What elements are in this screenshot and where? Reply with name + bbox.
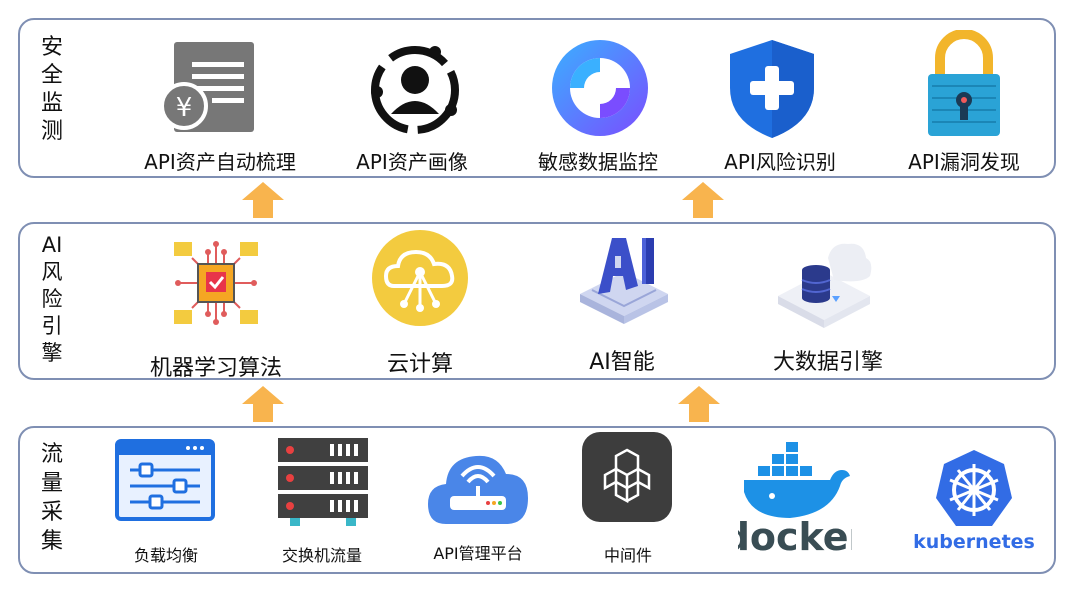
- kubernetes-wordmark: kubernetes: [914, 531, 1034, 553]
- hexagon-network-icon: [582, 432, 672, 522]
- router-cloud-icon: [428, 455, 528, 524]
- collect-item-4: 中间件: [603, 546, 653, 565]
- database-cloud-icon: [778, 243, 872, 328]
- padlock-icon: [928, 30, 1000, 136]
- sync-data-icon: [552, 40, 648, 136]
- collect-item-1: 负载均衡: [133, 546, 199, 565]
- security-item-4: API风险识别: [724, 150, 836, 174]
- security-item-3: 敏感数据监控: [538, 150, 658, 174]
- layer-title-collection: 流 量 采 集: [40, 442, 63, 554]
- arrow-up-icon: [678, 386, 720, 422]
- ai-item-2: 云计算: [386, 352, 454, 377]
- docker-wordmark: docker: [738, 515, 852, 554]
- docker-whale-icon: docker: [738, 442, 852, 554]
- arrow-up-icon: [242, 182, 284, 218]
- user-profile-icon: [371, 46, 459, 134]
- kubernetes-helm-icon: kubernetes: [914, 450, 1034, 553]
- cloud-network-icon: [372, 230, 468, 326]
- ai-isometric-icon: [580, 238, 668, 324]
- shield-plus-icon: [730, 40, 814, 138]
- ai-item-1: 机器学习算法: [149, 356, 283, 381]
- security-item-1: API资产自动梳理: [144, 150, 296, 174]
- arrow-up-icon: [682, 182, 724, 218]
- layer-title-security: 安全 监测: [40, 35, 63, 144]
- collect-item-3: API管理平台: [433, 544, 523, 563]
- collect-item-2: 交换机流量: [281, 546, 363, 565]
- ai-item-4: 大数据引擎: [772, 350, 884, 375]
- layer-title-ai-engine: AI 风 险 引 擎: [41, 233, 63, 365]
- server-rack-icon: [278, 438, 368, 526]
- ai-item-3: AI智能: [589, 350, 655, 375]
- circuit-chip-icon: [174, 241, 258, 325]
- document-yuan-icon: ¥: [160, 42, 254, 132]
- load-balancer-icon: [115, 439, 215, 521]
- security-item-5: API漏洞发现: [908, 150, 1020, 174]
- arrow-up-icon: [242, 386, 284, 422]
- security-item-2: API资产画像: [356, 150, 468, 174]
- svg-text:¥: ¥: [176, 93, 193, 123]
